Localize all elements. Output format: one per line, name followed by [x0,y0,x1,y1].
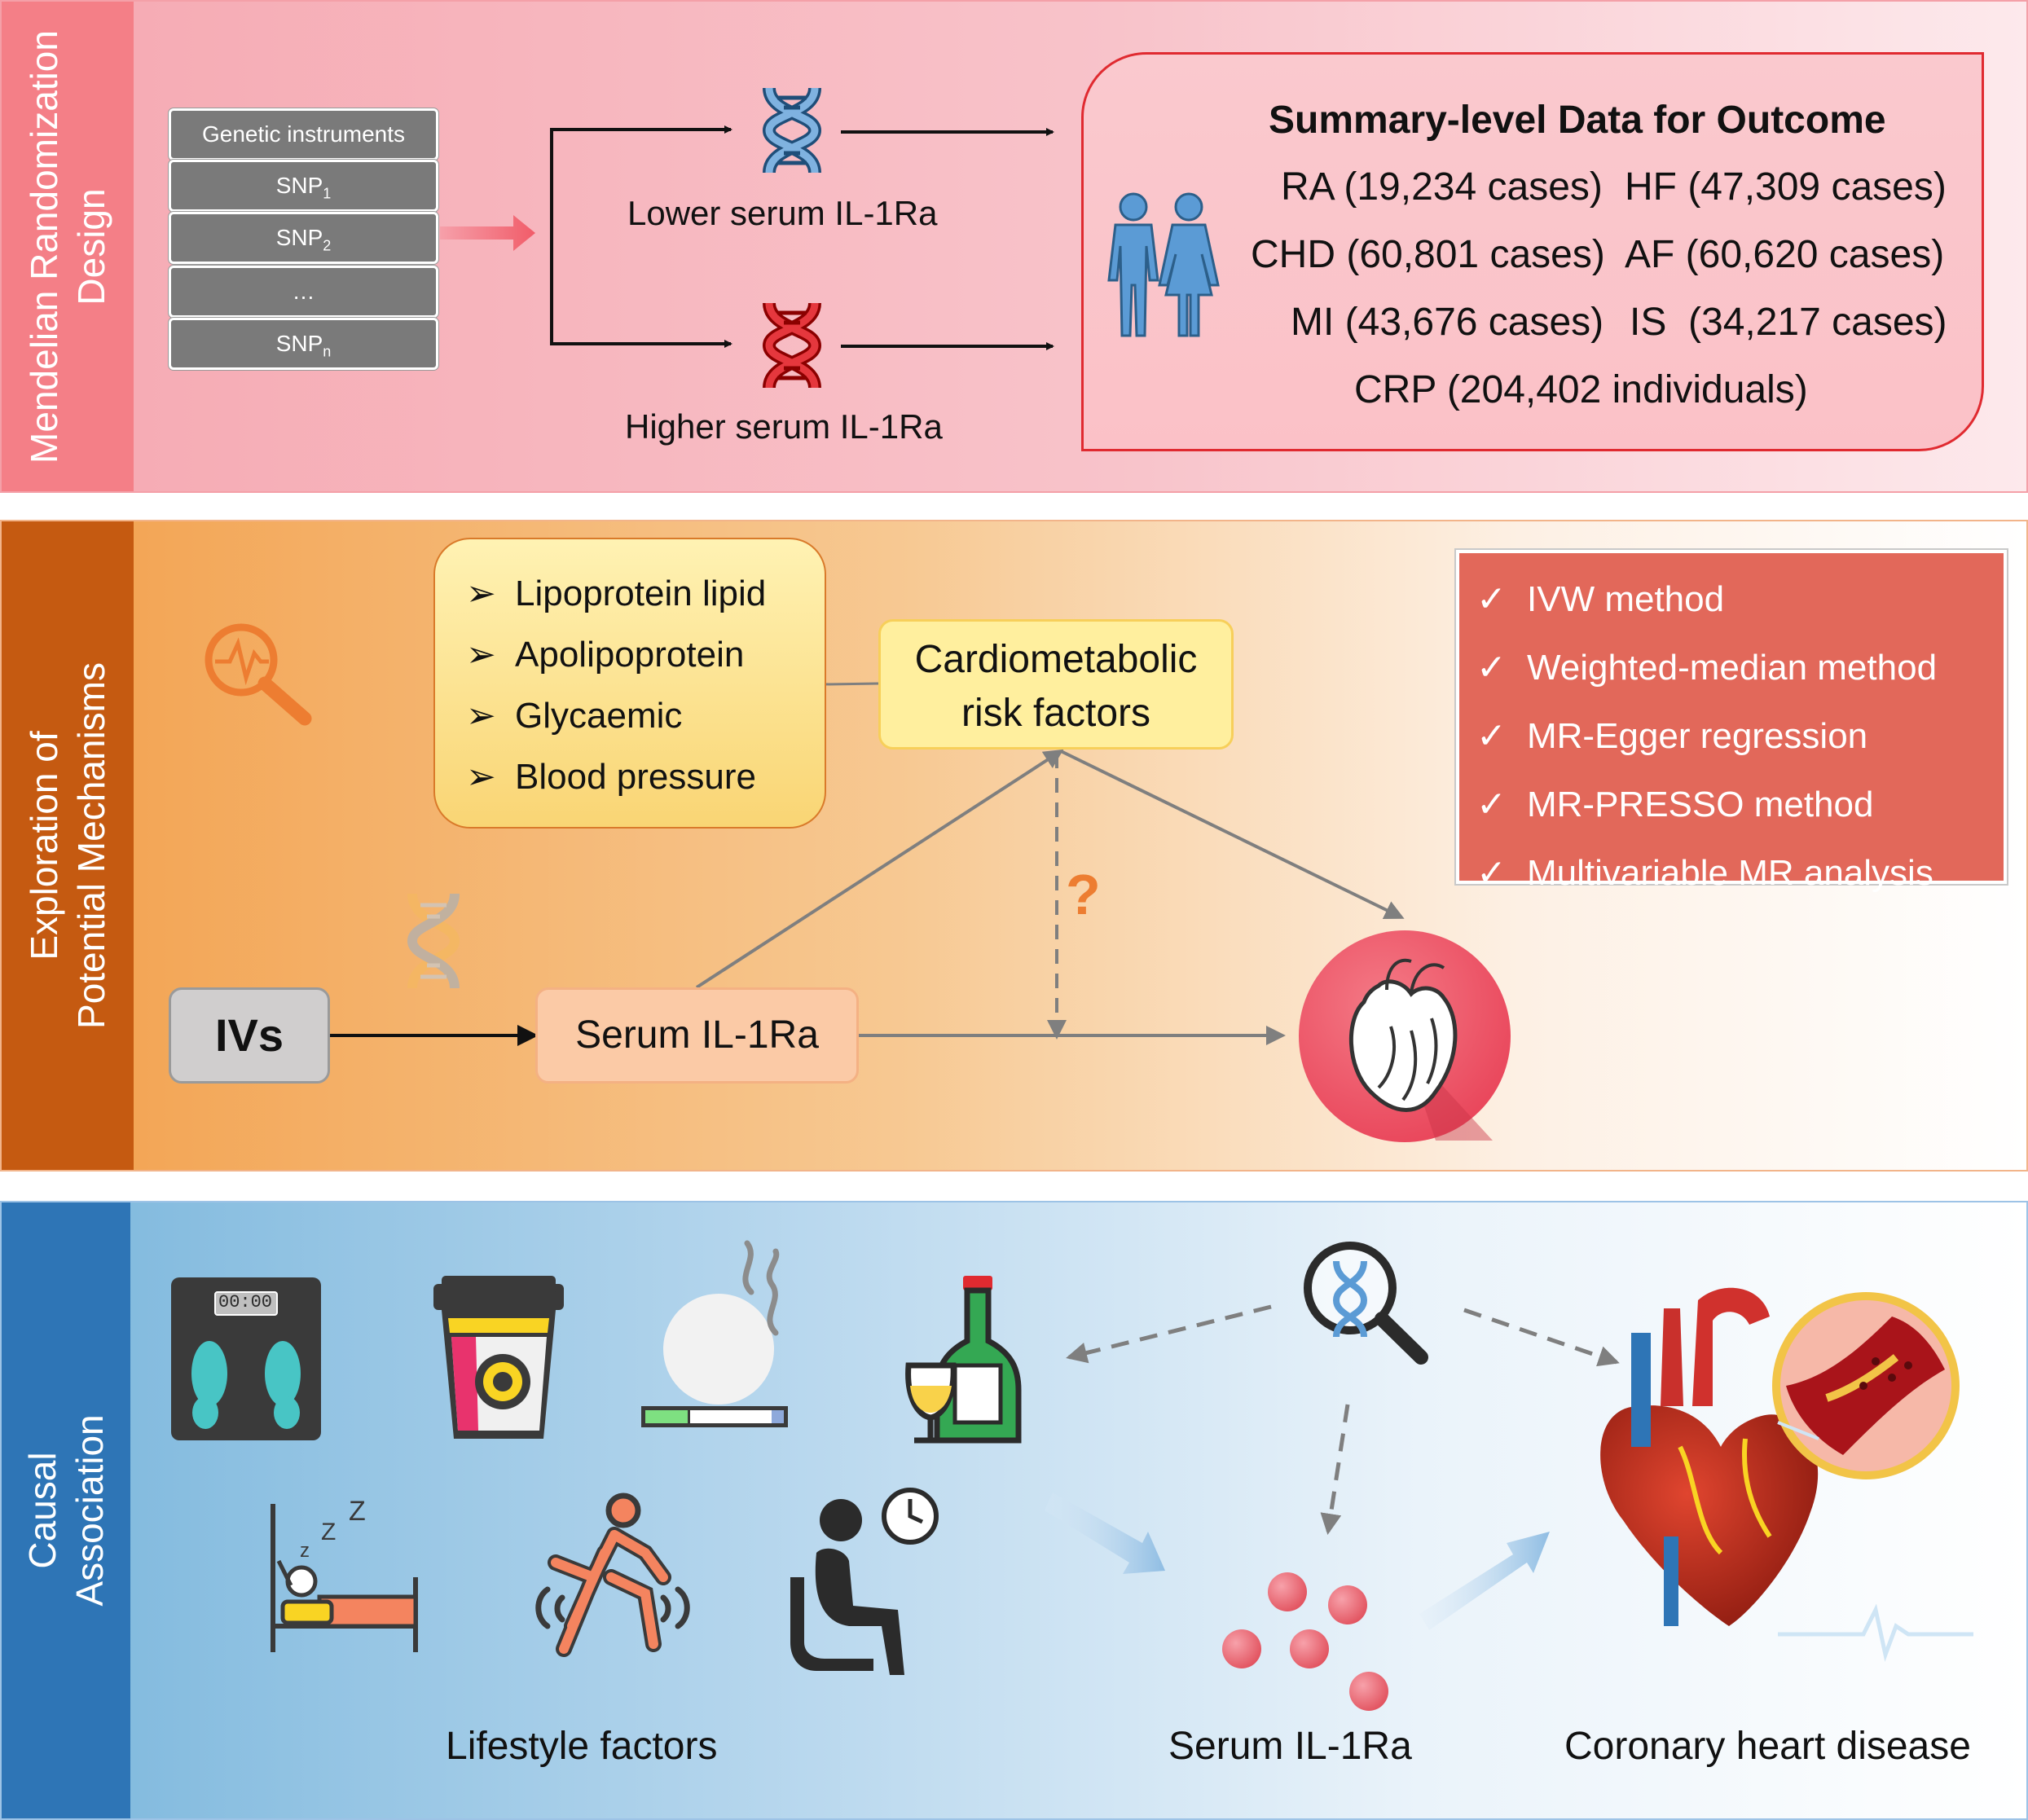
wine-bottle-icon [905,1276,1022,1444]
panel-mr-design: Mendelian Randomization Design Genetic i… [0,0,2028,493]
lower-serum-label: Lower serum IL-1Ra [627,194,938,232]
outcome-title: Summary-level Data for Outcome [1269,99,1886,142]
check-icon: ✓ [1476,579,1507,619]
cardio-line-1: Cardiometabolic [914,638,1198,681]
smoking-icon [641,1240,788,1427]
snp-item-1: SNP1 [169,160,438,212]
blue-arrow-to-chd [1419,1532,1550,1630]
heart-icon [1299,930,1511,1142]
factor-label: Apolipoprotein [515,635,745,675]
outcome-crp: CRP (204,402 individuals) [1354,368,1808,411]
outcome-mi: MI (43,676 cases) [1291,301,1604,344]
outcome-hf: HF (47,309 cases) [1625,165,1947,209]
cardiometabolic-box: Cardiometabolic risk factors [878,619,1234,750]
zzz-large: Z [349,1496,366,1527]
factor-label: Lipoprotein lipid [515,574,767,613]
factor-label: Blood pressure [515,757,756,797]
outcome-ra: RA (19,234 cases) [1281,165,1603,209]
heart-artery-icon [1600,1287,1973,1662]
snp-base: SNP [275,173,323,198]
panel1-connectors [440,86,1054,389]
panel-mechanisms: Exploration of Potential Mechanisms [0,520,2028,1172]
dna-search-icon [1304,1242,1428,1365]
outcome-is: IS (34,217 cases) [1630,301,1947,344]
panel2-diagram [205,623,1511,1142]
sleep-icon [271,1504,418,1652]
dashed-arrow-to-serum [1320,1404,1350,1535]
higher-serum-label: Higher serum IL-1Ra [625,407,943,446]
factor-list-box [433,538,826,829]
method-label: Multivariable MR analysis [1527,853,1933,893]
snp-sub: n [323,343,332,360]
coffee-cup-icon [433,1276,564,1439]
method-item-4: ✓ MR-PRESSO method [1476,784,1873,825]
serum-il1ra-label: Serum IL-1Ra [1168,1725,1412,1768]
snp-base: SNP [275,331,323,356]
snp-base: … [292,279,315,304]
method-label: MR-Egger regression [1527,716,1868,756]
outcome-summary-box [1081,52,1984,451]
panel-causal-association: Causal Association [0,1201,2028,1820]
pink-arrow [440,215,535,251]
scale-display: 00:00 [218,1292,273,1312]
exercise-icon [535,1492,690,1657]
question-mark: ? [1066,863,1101,926]
arrow-serum-to-cardio [695,749,1064,989]
scale-icon [171,1277,321,1440]
sidebar-mr-design: Mendelian Randomization Design [2,2,134,491]
zzz-medium: Z [321,1519,337,1545]
factor-item-3: ➢ Glycaemic [466,695,682,736]
zzz-small: z [300,1540,310,1562]
check-icon: ✓ [1476,853,1507,893]
people-icon [1107,192,1220,337]
genetic-instruments-header: Genetic instruments [169,108,438,160]
sidebar-mechanisms: Exploration of Potential Mechanisms [2,521,134,1170]
snp-item-2: SNP2 [169,212,438,264]
dna-blue-icon [762,86,822,174]
method-label: MR-PRESSO method [1527,785,1874,824]
snp-item-n: SNPn [169,318,438,370]
lifestyle-factors-label: Lifestyle factors [446,1725,718,1768]
bullet-icon: ➢ [466,574,496,613]
method-label: Weighted-median method [1527,648,1938,688]
bullet-icon: ➢ [466,757,496,797]
method-label: IVW method [1527,579,1725,619]
bullet-icon: ➢ [466,696,496,736]
outcome-chd: CHD (60,801 cases) [1251,233,1605,276]
method-item-5: ✓ Multivariable MR analysis [1476,852,1933,894]
branch-line [550,128,565,345]
method-item-2: ✓ Weighted-median method [1476,647,1937,688]
dashed-arrow-to-chd [1463,1308,1620,1367]
outcome-af: AF (60,620 cases) [1625,233,1945,276]
factor-item-1: ➢ Lipoprotein lipid [466,573,766,614]
dna-red-icon [762,301,822,389]
check-icon: ✓ [1476,648,1507,688]
factor-item-2: ➢ Apolipoprotein [466,634,744,675]
panel3-diagram [171,1240,1973,1711]
blue-arrow-to-serum [1045,1492,1165,1574]
sidebar-causal: Causal Association [2,1202,130,1818]
ivs-box: IVs [169,987,330,1084]
cardio-line-2: risk factors [961,692,1151,735]
bullet-icon: ➢ [466,635,496,675]
magnifier-pulse-icon [205,623,312,726]
factor-label: Glycaemic [515,696,683,736]
factor-item-4: ➢ Blood pressure [466,756,756,798]
arrow-cardio-to-heart [1060,750,1405,920]
dashed-arrow-to-lifestyle [1066,1304,1272,1364]
check-icon: ✓ [1476,785,1507,824]
snp-sub: 1 [323,185,332,202]
molecules-icon [1222,1572,1388,1711]
method-item-3: ✓ MR-Egger regression [1476,715,1867,757]
check-icon: ✓ [1476,716,1507,756]
snp-item-ellipsis: … [169,266,438,318]
snp-sub: 2 [323,237,332,254]
methods-box [1456,550,2007,884]
method-item-1: ✓ IVW method [1476,578,1724,620]
serum-il1ra-box: Serum IL-1Ra [535,987,859,1084]
dna-faded-icon [407,893,460,989]
snp-base: SNP [275,225,323,250]
sedentary-icon [790,1488,939,1675]
coronary-heart-disease-label: Coronary heart disease [1564,1725,1971,1768]
